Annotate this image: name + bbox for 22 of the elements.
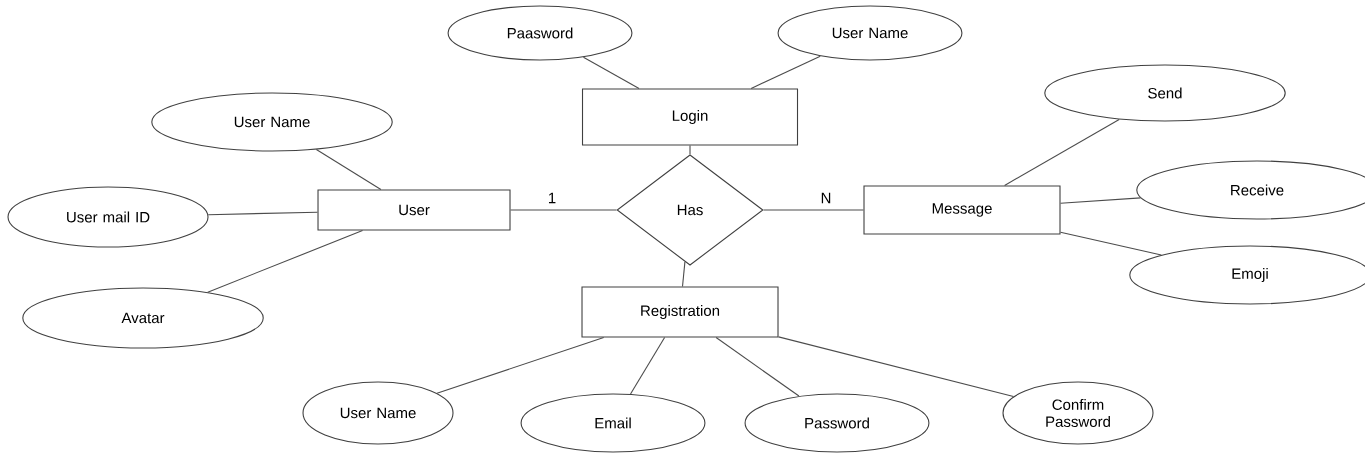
entity-box: User <box>317 189 511 231</box>
connector-line <box>681 261 686 287</box>
connector-line <box>1060 231 1162 256</box>
connector-line <box>207 211 319 216</box>
connector-line <box>750 55 821 89</box>
connector-line <box>715 337 800 397</box>
cardinality-label: N <box>819 191 833 205</box>
connector-line <box>630 337 666 395</box>
entity-box: Registration <box>581 286 779 338</box>
connector-line <box>689 145 691 155</box>
connector-line <box>207 230 364 293</box>
connector-line <box>315 148 382 190</box>
entity-box: Message <box>863 185 1061 235</box>
connector-line <box>436 337 605 394</box>
connector-line <box>778 336 1014 398</box>
connector-line <box>510 209 617 211</box>
connector-line <box>582 56 640 89</box>
entity-box: Login <box>581 88 799 146</box>
connector-line <box>1060 197 1142 204</box>
cardinality-label: 1 <box>546 191 558 205</box>
connector-line <box>1004 118 1120 186</box>
connector-line <box>763 209 864 211</box>
